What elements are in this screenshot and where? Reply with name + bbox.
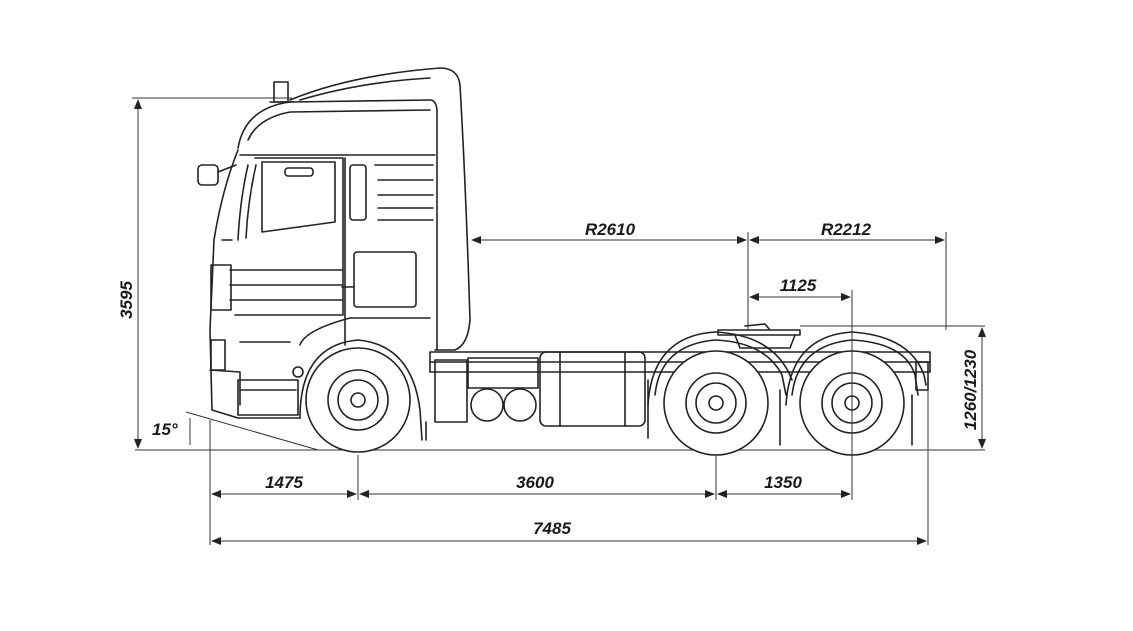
cab [197, 67, 471, 419]
dimension-lines [132, 97, 986, 545]
battery-box [425, 357, 539, 441]
label-overall-length: 7485 [533, 519, 571, 538]
front-wheel-arch [299, 339, 423, 441]
label-bogie-spacing: 1350 [764, 473, 802, 492]
label-radius-cab: R2610 [585, 220, 636, 239]
truck-drawing [135, 67, 985, 456]
label-radius-rear: R2212 [821, 220, 872, 239]
label-front-overhang: 1475 [265, 473, 303, 492]
label-approach-angle: 15° [152, 420, 178, 439]
rear-wheel-1 [663, 350, 769, 456]
front-wheel [305, 347, 411, 453]
label-height-total: 3595 [117, 281, 136, 319]
fifth-wheel [717, 323, 801, 349]
approach-angle-line [185, 411, 319, 451]
label-fifth-wheel-offset: 1125 [780, 276, 817, 295]
label-coupling-height: 1260/1230 [961, 349, 980, 430]
label-wheelbase-front: 3600 [516, 473, 554, 492]
fuel-tank [539, 351, 646, 427]
dimension-labels: 3595 15° 1475 3600 1350 7485 R2610 R2212… [117, 220, 980, 538]
